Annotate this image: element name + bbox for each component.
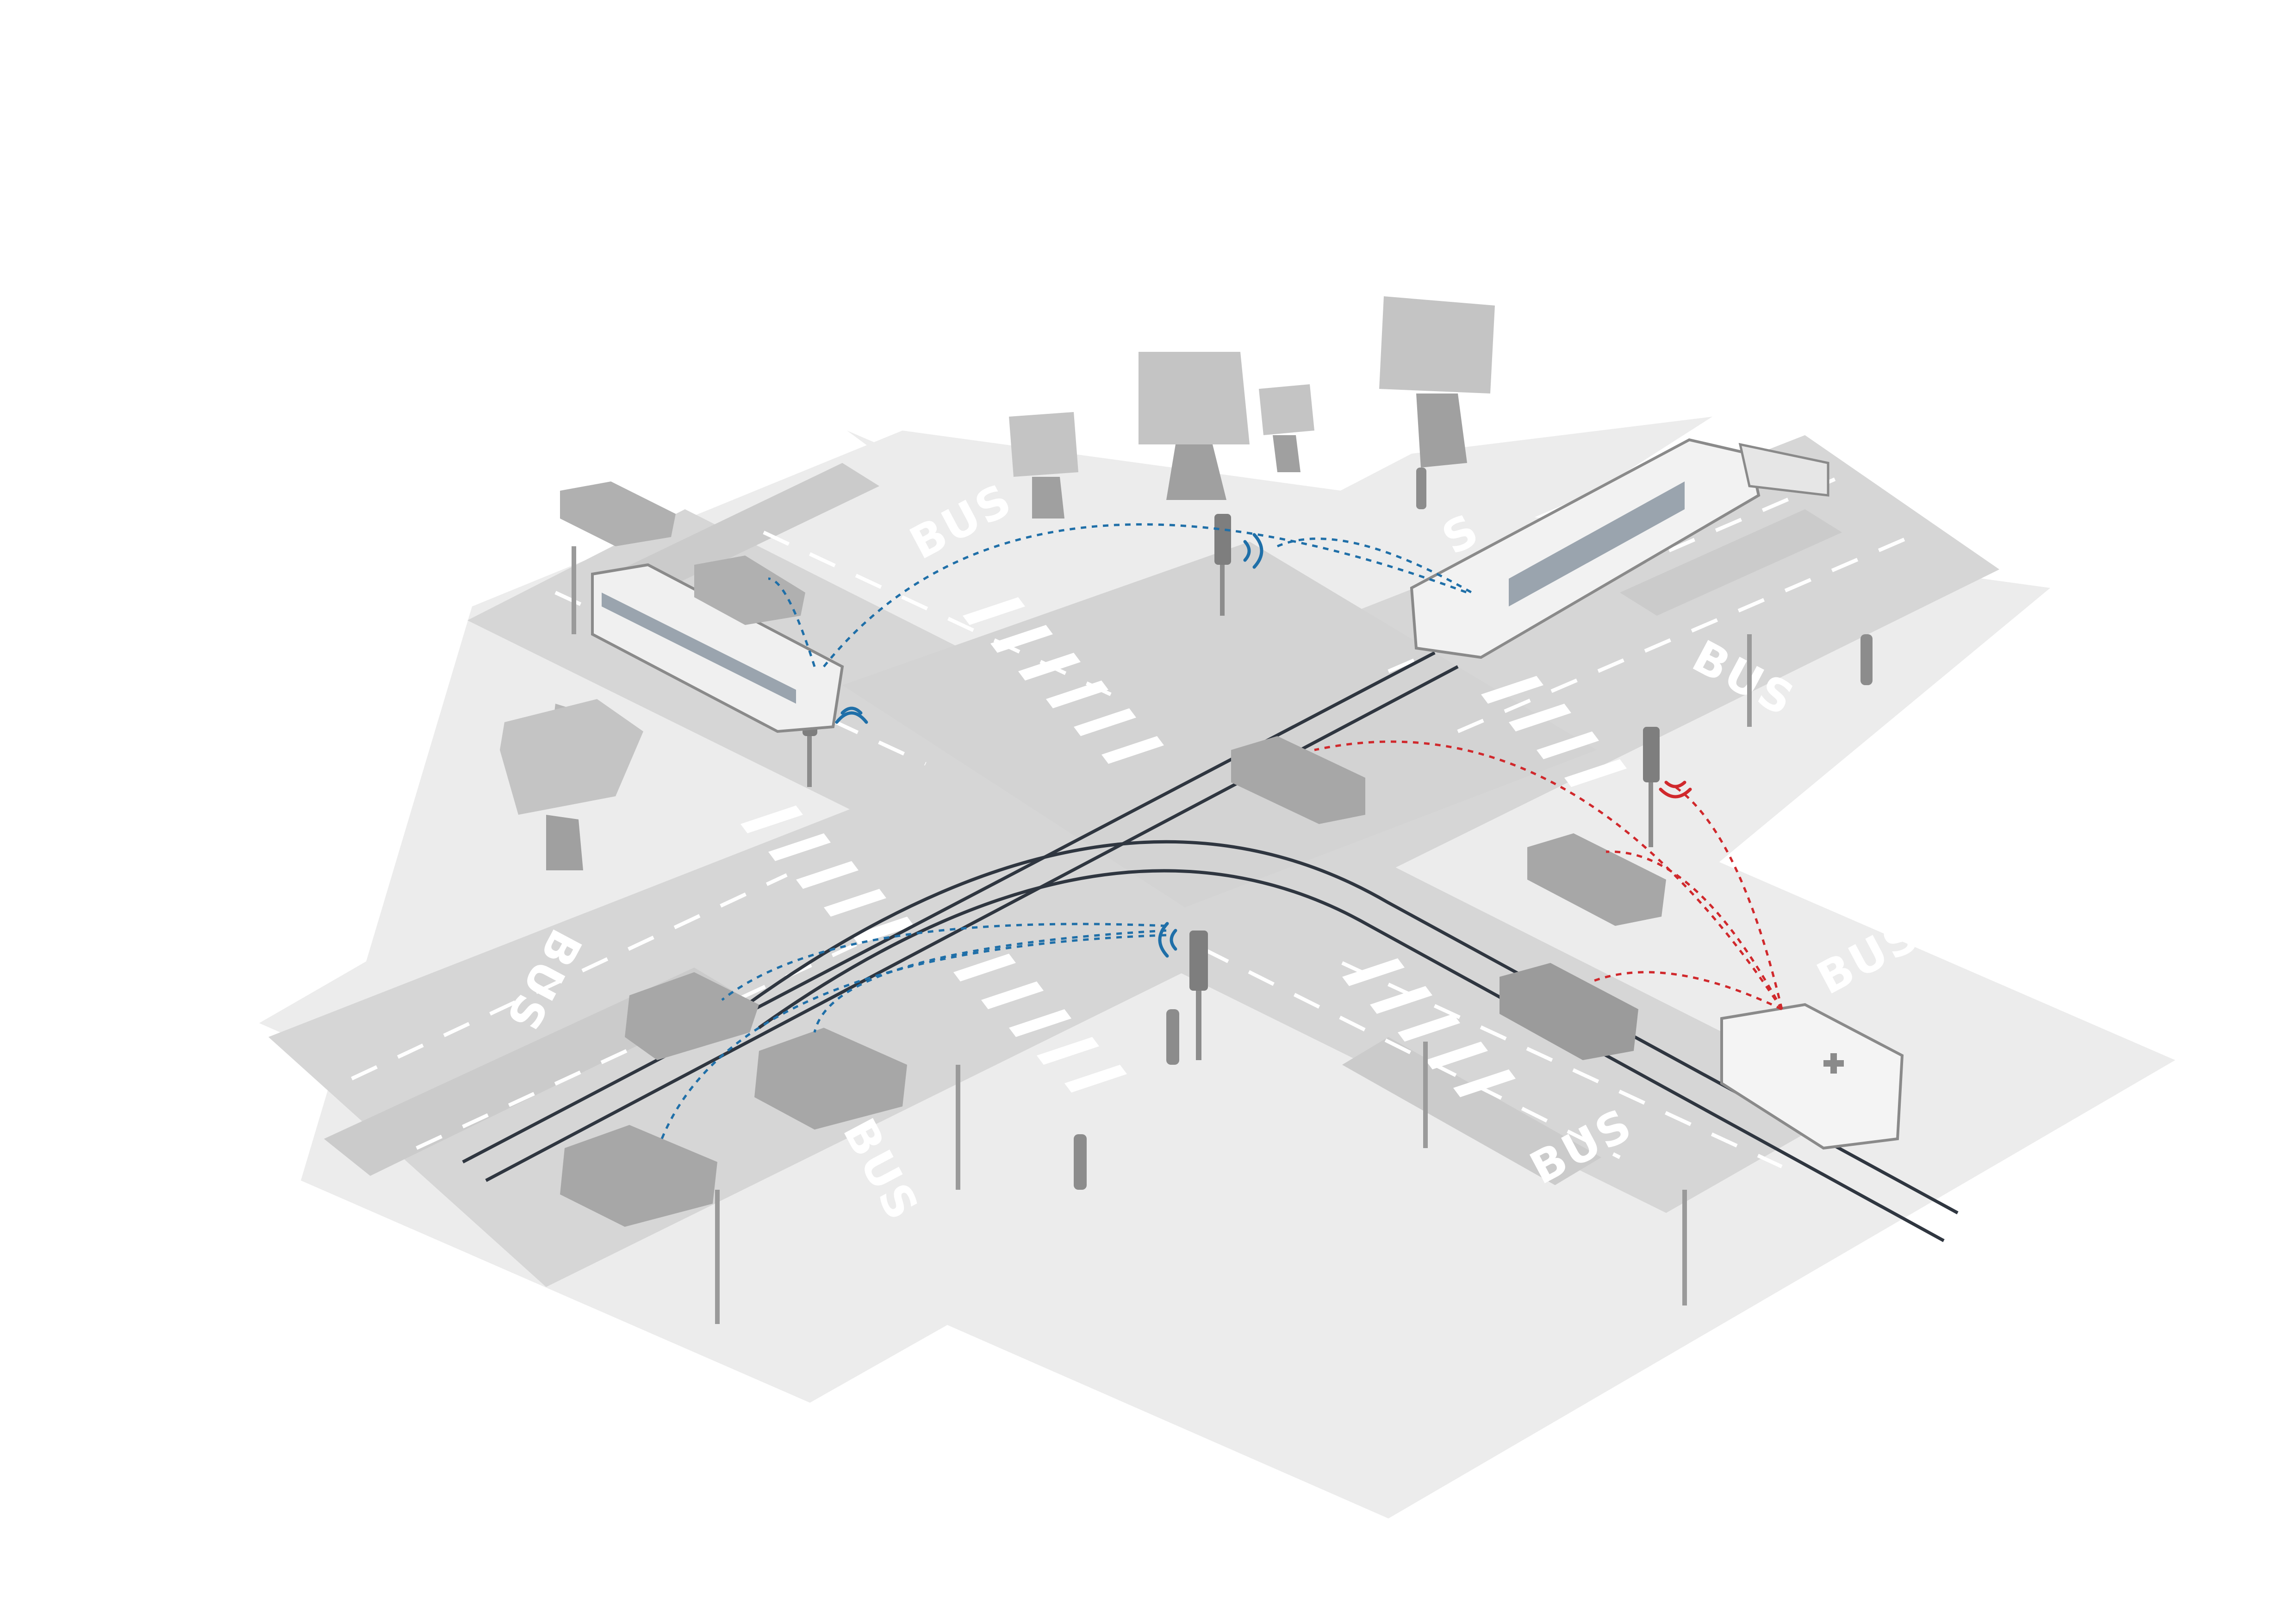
- lane-dash-6: [1457, 531, 1922, 733]
- wifi-signal-icon: [1158, 922, 1177, 958]
- signal-links-blue: [660, 523, 1473, 1139]
- signal-links-red: [1314, 740, 1783, 1011]
- link-light-west-to-car-3: [660, 934, 1167, 1139]
- link-ambulance-to-car-1: [1314, 740, 1783, 1010]
- crosswalk-northeast: [1481, 676, 1627, 787]
- pedestrian-icon: [1166, 1009, 1179, 1065]
- lane-dash-8: [1202, 947, 1621, 1159]
- car-icon: [754, 1028, 907, 1130]
- ambulance-icon: [1720, 1003, 1904, 1150]
- trees: [500, 296, 1495, 870]
- lane-dash-5: [1388, 470, 1852, 673]
- tree-icon: [1259, 384, 1314, 472]
- pedestrian-icon: [1074, 1134, 1087, 1190]
- wifi-signal-icon: [1243, 533, 1263, 569]
- tree-icon: [1009, 412, 1078, 518]
- wifi-signal-icon: [835, 706, 868, 724]
- crosswalk-east: [1342, 958, 1516, 1097]
- pedestrian-icon: [1416, 468, 1426, 509]
- wifi-signals: [835, 533, 1692, 958]
- tram-curve-1: [739, 840, 1959, 1215]
- sidewalk-corner-north: [847, 417, 1712, 639]
- wifi-signal-icon: [1659, 781, 1692, 799]
- car-icon: [625, 972, 759, 1060]
- car-icon: [1527, 833, 1666, 926]
- traffic-light-icon: [1214, 514, 1231, 616]
- link-bus-to-car: [768, 577, 816, 667]
- traffic-light-icon: [1189, 931, 1208, 1060]
- link-light-west-to-car-1: [721, 923, 1167, 1001]
- pedestrians: [1074, 468, 1873, 1190]
- crosswalk-south: [953, 954, 1127, 1093]
- tree-icon: [500, 699, 643, 870]
- car-icon: [560, 481, 676, 546]
- street-lamps: [572, 546, 1752, 1324]
- crosswalk-north: [963, 597, 1164, 764]
- crosswalk-west: [740, 806, 914, 944]
- bus-lane-ne: [1620, 509, 1842, 616]
- bus-lane-nw: [602, 463, 879, 602]
- car-icon: [560, 1125, 717, 1227]
- tree-icon: [1379, 296, 1495, 468]
- car-icon: [1231, 736, 1365, 824]
- tram-curve-2: [758, 869, 1945, 1243]
- car-icon: [694, 556, 805, 625]
- crosswalks: [740, 597, 1627, 1097]
- link-bus-to-tram: [823, 523, 1468, 668]
- vehicles: [560, 438, 1904, 1227]
- car-icon: [1500, 963, 1638, 1060]
- link-ambulance-to-car-3: [1592, 971, 1783, 1011]
- link-light-to-tram: [1277, 537, 1473, 594]
- link-ambulance-to-light: [1674, 786, 1783, 1010]
- bus-icon: [591, 563, 844, 733]
- bus-lane-se: [1342, 1037, 1601, 1185]
- pedestrian-icon: [1860, 634, 1873, 685]
- tram-icon: [1410, 438, 1829, 659]
- traffic-light-icon: [1643, 727, 1660, 847]
- tree-icon: [1139, 352, 1250, 500]
- link-ambulance-to-car-2: [1605, 850, 1783, 1010]
